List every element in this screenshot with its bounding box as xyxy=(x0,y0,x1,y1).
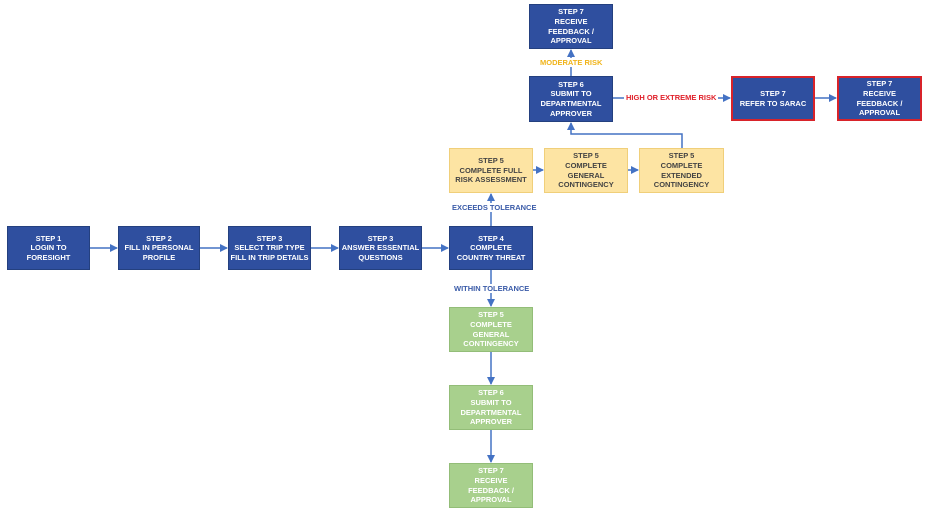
step5-general-contingency-lower-box: STEP 5 COMPLETE GENERAL CONTINGENCY xyxy=(449,307,533,352)
step5-general-upper-label: STEP 5 xyxy=(573,151,599,161)
step4-label: STEP 4 xyxy=(478,233,504,243)
step7-feedback-top-box: STEP 7 RECEIVE FEEDBACK / APPROVAL xyxy=(529,4,613,49)
step4-line2: COUNTRY THREAT xyxy=(456,252,526,262)
step3-questions-line1: ANSWER ESSENTIAL xyxy=(341,243,420,253)
moderate-risk-label: MODERATE RISK xyxy=(538,58,605,67)
step7-feedback-right-box: STEP 7 RECEIVE FEEDBACK / APPROVAL xyxy=(837,76,922,121)
step3-trip-box: STEP 3 SELECT TRIP TYPE FILL IN TRIP DET… xyxy=(228,226,311,270)
step6-submit-upper-box: STEP 6 SUBMIT TO DEPARTMENTAL APPROVER xyxy=(529,76,613,122)
step6-lower-line3: APPROVER xyxy=(469,417,513,427)
step5-general-lower-line2: GENERAL xyxy=(472,329,510,339)
step1-label: STEP 1 xyxy=(35,233,62,243)
step6-upper-line3: APPROVER xyxy=(549,108,593,118)
step3-questions-box: STEP 3 ANSWER ESSENTIAL QUESTIONS xyxy=(339,226,422,270)
step6-upper-label: STEP 6 xyxy=(558,79,584,89)
step5-extended-line1: COMPLETE xyxy=(660,160,703,170)
step4-country-threat-box: STEP 4 COMPLETE COUNTRY THREAT xyxy=(449,226,533,270)
step5-general-lower-line1: COMPLETE xyxy=(470,319,512,329)
step4-line1: COMPLETE xyxy=(470,243,512,253)
step5-full-risk-box: STEP 5 COMPLETE FULL RISK ASSESSMENT xyxy=(449,148,533,193)
step3-trip-line1: SELECT TRIP TYPE xyxy=(234,243,305,253)
step5-general-upper-line1: COMPLETE xyxy=(565,160,607,170)
step6-submit-lower-box: STEP 6 SUBMIT TO DEPARTMENTAL APPROVER xyxy=(449,385,533,430)
step7-bottom-label: STEP 7 xyxy=(478,466,504,476)
step6-lower-label: STEP 6 xyxy=(478,388,504,398)
step5-extended-line2: EXTENDED xyxy=(661,170,702,180)
step1-login-box: STEP 1 LOGIN TO FORESIGHT xyxy=(7,226,90,270)
step7-bottom-line2: FEEDBACK / xyxy=(468,485,514,495)
arrow-s5-extended-to-s6-upper xyxy=(567,122,683,148)
step3-questions-label: STEP 3 xyxy=(367,233,394,243)
step1-line2: FORESIGHT xyxy=(26,252,71,262)
step7-bottom-line1: RECEIVE xyxy=(474,475,508,485)
within-tolerance-label: WITHIN TOLERANCE xyxy=(452,284,532,293)
step5-general-contingency-upper-box: STEP 5 COMPLETE GENERAL CONTINGENCY xyxy=(544,148,628,193)
exceeds-tolerance-label: EXCEEDS TOLERANCE xyxy=(450,203,539,212)
step5-full-line1: COMPLETE FULL xyxy=(459,165,523,175)
step2-profile-box: STEP 2 FILL IN PERSONAL PROFILE xyxy=(118,226,200,270)
step7-right-label: STEP 7 xyxy=(866,79,893,89)
step5-general-lower-line3: CONTINGENCY xyxy=(463,339,519,349)
step5-extended-contingency-box: STEP 5 COMPLETE EXTENDED CONTINGENCY xyxy=(639,148,724,193)
step5-full-line2: RISK ASSESSMENT xyxy=(455,175,527,185)
step3-trip-line2: FILL IN TRIP DETAILS xyxy=(230,252,309,262)
step2-line2: PROFILE xyxy=(142,252,176,262)
step3-questions-line2: QUESTIONS xyxy=(358,252,403,262)
step7-top-line3: APPROVAL xyxy=(550,36,592,46)
high-or-extreme-risk-label: HIGH OR EXTREME RISK xyxy=(624,93,719,102)
step5-general-upper-line3: CONTINGENCY xyxy=(558,180,614,190)
step5-extended-line3: CONTINGENCY xyxy=(653,180,710,190)
step1-line1: LOGIN TO xyxy=(30,243,67,253)
step7-right-line3: APPROVAL xyxy=(858,108,901,118)
step7-sarac-line1: REFER TO SARAC xyxy=(739,98,807,108)
step7-sarac-label: STEP 7 xyxy=(760,88,786,98)
step7-sarac-box: STEP 7 REFER TO SARAC xyxy=(731,76,815,121)
step5-general-upper-line2: GENERAL xyxy=(567,170,605,180)
step7-feedback-bottom-box: STEP 7 RECEIVE FEEDBACK / APPROVAL xyxy=(449,463,533,508)
step7-right-line1: RECEIVE xyxy=(863,88,896,98)
step7-top-label: STEP 7 xyxy=(558,7,584,17)
step3-trip-label: STEP 3 xyxy=(256,233,283,243)
step7-bottom-line3: APPROVAL xyxy=(470,495,512,505)
step5-extended-label: STEP 5 xyxy=(668,151,695,161)
step7-top-line1: RECEIVE xyxy=(554,16,588,26)
step2-line1: FILL IN PERSONAL xyxy=(124,243,194,253)
step7-right-line2: FEEDBACK / xyxy=(856,98,903,108)
step6-lower-line2: DEPARTMENTAL xyxy=(460,407,522,417)
step2-label: STEP 2 xyxy=(146,233,172,243)
step6-lower-line1: SUBMIT TO xyxy=(470,397,512,407)
step7-top-line2: FEEDBACK / xyxy=(548,26,594,36)
step6-upper-line2: DEPARTMENTAL xyxy=(540,99,602,108)
step5-general-lower-label: STEP 5 xyxy=(478,310,504,320)
step6-upper-line1: SUBMIT TO xyxy=(550,89,592,99)
step5-full-label: STEP 5 xyxy=(478,156,504,166)
